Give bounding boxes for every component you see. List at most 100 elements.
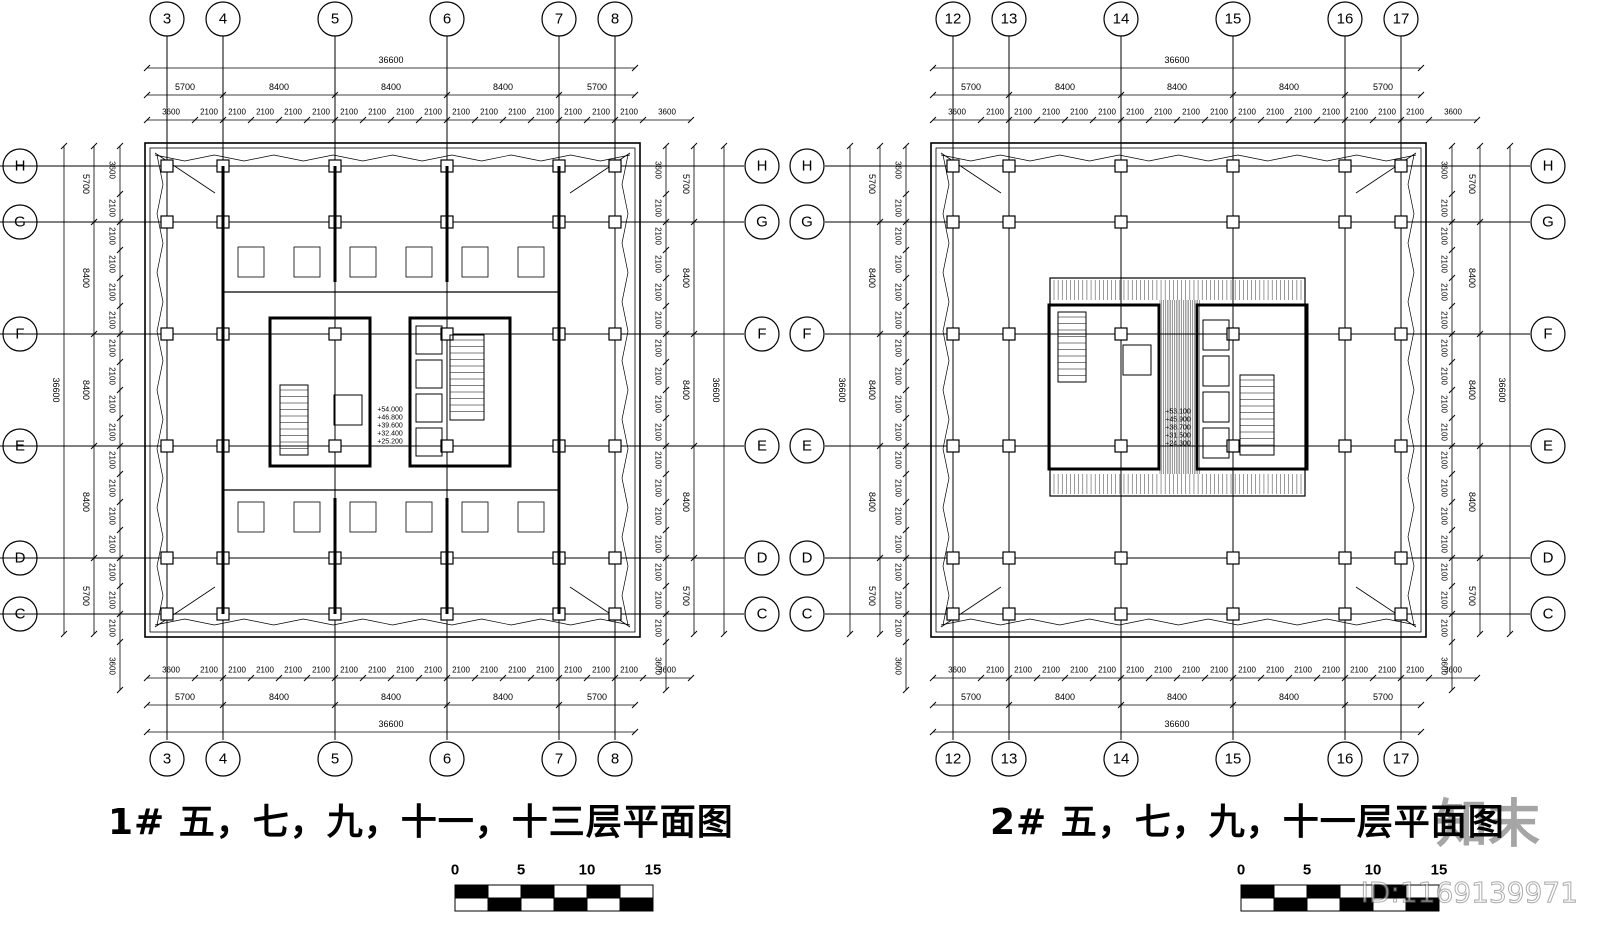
scale-bar-label: 10 (1365, 862, 1382, 879)
dimension-text: 2100 (654, 619, 663, 637)
axis-bubble-F-right: F (744, 316, 780, 352)
dimension-tick (1425, 674, 1433, 682)
structural-column (160, 159, 174, 173)
dimension-text: 3600 (108, 161, 117, 179)
dimension-text: 2100 (1350, 666, 1368, 675)
dimension-text: 2100 (654, 479, 663, 497)
dimension-text: 2100 (1266, 666, 1284, 675)
dimension-text: 36600 (1497, 377, 1507, 402)
dimension-text: 2100 (1098, 666, 1116, 675)
dimension-tick (662, 142, 670, 150)
axis-bubble-circle (1215, 741, 1251, 777)
dimension-text: 2100 (1440, 535, 1449, 553)
elevation-label: +39.600 (377, 423, 403, 430)
dimension-text: 2100 (108, 283, 117, 301)
axis-bubble-label: D (802, 550, 813, 567)
axis-bubble-label: F (802, 326, 811, 343)
axis-bubble-label: 7 (555, 751, 563, 768)
structural-column (608, 607, 622, 621)
axis-bubble-G-left: G (789, 204, 825, 240)
axis-bubble-label: 12 (945, 751, 962, 768)
dimension-tick (116, 498, 124, 506)
corner-diagonal (569, 152, 631, 194)
dimension-tick (902, 582, 910, 590)
dimension-tick (902, 638, 910, 646)
axis-bubble-circle (991, 741, 1027, 777)
dimension-tick (929, 674, 937, 682)
dimension-text: 2100 (654, 199, 663, 217)
elevation-label: +24.300 (1165, 441, 1191, 448)
dimension-tick (1506, 630, 1514, 638)
dimension-tick (60, 630, 68, 638)
dimension-text: 2100 (654, 563, 663, 581)
dimension-text: 2100 (256, 108, 274, 117)
axis-bubble-3-bottom: 3 (149, 741, 185, 777)
bathroom-pod (517, 246, 545, 278)
dimension-text: 8400 (681, 268, 691, 288)
elevation-label: +54.000 (377, 407, 403, 414)
axis-bubble-circle (744, 540, 780, 576)
watermark-logo: 知末 (1435, 795, 1540, 855)
dimension-text: 2100 (620, 666, 638, 675)
structural-column (1002, 327, 1016, 341)
corner-diagonal (1355, 586, 1417, 628)
dimension-tick (471, 674, 479, 682)
facade-top (154, 154, 631, 162)
dimension-tick (662, 610, 670, 618)
dimension-tick (1005, 701, 1013, 709)
scale-bar-segment (1273, 897, 1308, 912)
axis-bubble-17-top: 17 (1383, 1, 1419, 37)
elevation-label: +38.700 (1165, 425, 1191, 432)
plan-2-title: 2# 五，七，九，十一层平面图 (990, 802, 1505, 843)
dimension-text: 5700 (961, 692, 981, 702)
dimension-left-sub: 3600210021002100210021002100210021002100… (894, 142, 910, 694)
dimension-tick (1417, 64, 1425, 72)
dimension-tick (662, 414, 670, 422)
dimension-tick (1425, 116, 1433, 124)
dimension-text: 2100 (592, 666, 610, 675)
dimension-tick (846, 142, 854, 150)
dimension-text: 5700 (867, 586, 877, 606)
dimension-text: 8400 (1467, 268, 1477, 288)
dimension-text: 2100 (480, 108, 498, 117)
dimension-tick (1476, 630, 1484, 638)
facade-bottom (940, 618, 1417, 626)
dimension-tick (415, 674, 423, 682)
dimension-text: 8400 (269, 82, 289, 92)
dimension-text: 5700 (81, 586, 91, 606)
dimension-tick (1341, 674, 1349, 682)
structural-column (328, 327, 342, 341)
structural-column (946, 159, 960, 173)
dimension-tick (662, 190, 670, 198)
axis-bubble-H-right: H (1530, 148, 1566, 184)
dimension-text: 3600 (654, 161, 663, 179)
dimension-text: 36600 (711, 377, 721, 402)
facade-left (942, 154, 950, 626)
structural-column (608, 551, 622, 565)
dimension-text: 2100 (894, 619, 903, 637)
dimension-text: 2100 (654, 395, 663, 413)
dimension-tick (1313, 674, 1321, 682)
axis-bubble-6-top: 6 (429, 1, 465, 37)
dimension-tick (583, 116, 591, 124)
dimension-tick (720, 142, 728, 150)
dimension-tick (1341, 701, 1349, 709)
structural-column (160, 551, 174, 565)
structural-column (608, 215, 622, 229)
dimension-tick (1448, 142, 1456, 150)
dimension-tick (690, 442, 698, 450)
elevation-label: +46.800 (377, 415, 403, 422)
axis-bubble-circle (1383, 1, 1419, 37)
dimension-text: 2100 (620, 108, 638, 117)
core-block-right (408, 316, 512, 468)
dimension-tick (331, 91, 339, 99)
structural-column (946, 439, 960, 453)
dimension-tick (116, 686, 124, 694)
axis-bubble-circle (429, 741, 465, 777)
scale-bar-label: 0 (1237, 862, 1245, 879)
axis-bubble-13-bottom: 13 (991, 741, 1027, 777)
dimension-tick (90, 630, 98, 638)
dimension-tick (1448, 526, 1456, 534)
